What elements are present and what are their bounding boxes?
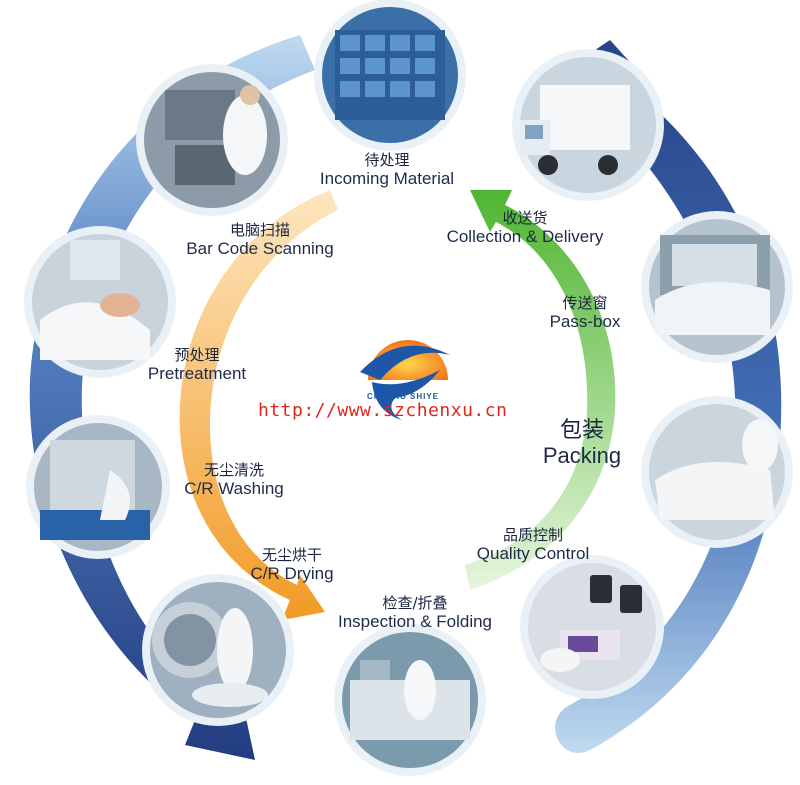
step-packing: 包装 Packing [543, 418, 621, 469]
step-en-label: Packing [542, 443, 622, 469]
step-cn-label: 包装 [559, 418, 604, 443]
website-url: http://www.szchenxu.cn [258, 400, 508, 421]
washing-machine-photo [26, 415, 170, 559]
outer-arrow-left [29, 35, 315, 760]
step-washing: 无尘清洗 C/R Washing [184, 461, 284, 499]
step-cn-label: 收送货 [502, 209, 548, 227]
packing-photo [641, 396, 793, 548]
storage-bins-photo [314, 0, 466, 151]
step-cn-label: 电脑扫描 [229, 221, 290, 239]
step-cn-label: 预处理 [174, 346, 220, 364]
step-cn-label: 检查/折叠 [382, 594, 448, 612]
step-pretreatment: 预处理 Pretreatment [147, 346, 247, 384]
step-en-label: Collection & Delivery [446, 227, 604, 247]
step-inspection: 检查/折叠 Inspection & Folding [337, 594, 493, 632]
orange-arrow [179, 190, 338, 620]
step-en-label: C/R Washing [184, 479, 284, 499]
step-en-label: C/R Drying [250, 564, 334, 584]
photo-circles [24, 0, 793, 776]
step-quality: 品质控制 Quality Control [476, 526, 590, 564]
step-passbox: 传送窗 Pass-box [549, 294, 621, 332]
step-cn-label: 无尘烘干 [261, 546, 322, 564]
step-cn-label: 品质控制 [502, 526, 563, 544]
step-barcode: 电脑扫描 Bar Code Scanning [186, 221, 334, 259]
dryer-photo [142, 574, 294, 726]
garment-treatment-photo [24, 226, 176, 378]
step-incoming: 待处理 Incoming Material [319, 151, 455, 189]
step-cn-label: 传送窗 [562, 294, 608, 312]
step-cn-label: 待处理 [364, 151, 410, 169]
step-en-label: Incoming Material [319, 169, 455, 189]
logo-text: CHENXU SHIYE [367, 392, 440, 401]
step-en-label: Pretreatment [147, 364, 247, 384]
step-en-label: Quality Control [476, 544, 590, 564]
step-en-label: Pass-box [549, 312, 621, 332]
step-delivery: 收送货 Collection & Delivery [446, 209, 604, 247]
step-drying: 无尘烘干 C/R Drying [250, 546, 334, 584]
step-en-label: Inspection & Folding [337, 612, 493, 632]
step-en-label: Bar Code Scanning [186, 239, 334, 259]
delivery-truck-photo [512, 49, 664, 201]
scanning-station-photo [136, 64, 288, 216]
sun-bird-logo-icon [360, 340, 450, 420]
green-arrow [465, 190, 616, 590]
step-cn-label: 无尘清洗 [203, 461, 265, 479]
folding-table-photo [334, 624, 486, 776]
particle-counter-photo [520, 555, 664, 699]
pass-box-photo [641, 211, 793, 363]
